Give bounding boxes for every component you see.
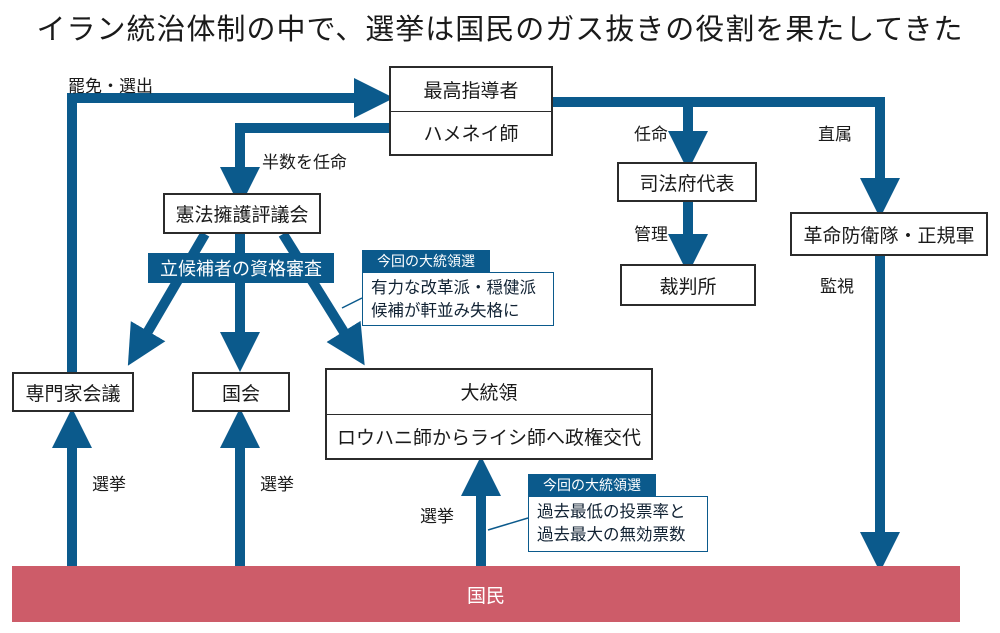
people-bar: 国民 <box>12 566 960 622</box>
note-2-tag: 今回の大統領選 <box>528 474 656 496</box>
note-pointer-2 <box>487 517 529 531</box>
label-appoint: 任命 <box>634 125 668 145</box>
label-dismiss-elect: 罷免・選出 <box>68 77 153 97</box>
irgc-army-box: 革命防衛隊・正規軍 <box>790 212 988 256</box>
arrow-experts-to-leader <box>67 78 394 372</box>
candidate-screening-banner: 立候補者の資格審査 <box>148 253 334 283</box>
parliament-box: 国会 <box>192 372 290 412</box>
note-1-line-2: 候補が軒並み失格に <box>371 301 520 320</box>
arrow-council-to-experts <box>127 231 210 366</box>
arrow-leader-to-irgc <box>553 97 900 218</box>
note-2-line-2: 過去最大の無効票数 <box>537 525 686 544</box>
label-election-parliament: 選挙 <box>260 475 294 495</box>
label-election-experts: 選挙 <box>92 475 126 495</box>
supreme-leader-label: 最高指導者 <box>423 79 519 102</box>
diagram-title: イラン統治体制の中で、選挙は国民のガス抜きの役割を果たしてきた <box>36 12 964 46</box>
courts-box: 裁判所 <box>620 264 756 306</box>
arrow-council-to-president <box>278 231 365 366</box>
note-2-line-1: 過去最低の投票率と <box>537 502 686 521</box>
judiciary-head-box: 司法府代表 <box>617 162 757 202</box>
assembly-experts-box: 専門家会議 <box>12 372 134 412</box>
label-appoint-half: 半数を任命 <box>262 153 347 173</box>
note-1-body: 有力な改革派・穏健派 候補が軒並み失格に <box>362 272 554 326</box>
note-pointer-1 <box>341 297 363 309</box>
label-monitor: 監視 <box>820 277 854 297</box>
supreme-leader-name: ハメネイ師 <box>391 110 551 155</box>
president-label: 大統領 <box>460 382 518 405</box>
note-1-line-1: 有力な改革派・穏健派 <box>371 278 536 297</box>
note-1-tag: 今回の大統領選 <box>362 250 490 272</box>
label-election-president: 選挙 <box>420 507 454 527</box>
note-2-body: 過去最低の投票率と 過去最大の無効票数 <box>528 496 708 552</box>
arrow-leader-to-council <box>220 123 390 207</box>
supreme-leader-box: 最高指導者 ハメネイ師 <box>389 66 553 156</box>
president-transition: ロウハニ師からライシ師へ政権交代 <box>327 413 651 459</box>
label-manage: 管理 <box>634 225 668 245</box>
label-direct-control: 直属 <box>818 125 852 145</box>
president-box: 大統領 ロウハニ師からライシ師へ政権交代 <box>325 368 653 460</box>
guardian-council-box: 憲法擁護評議会 <box>163 193 321 234</box>
